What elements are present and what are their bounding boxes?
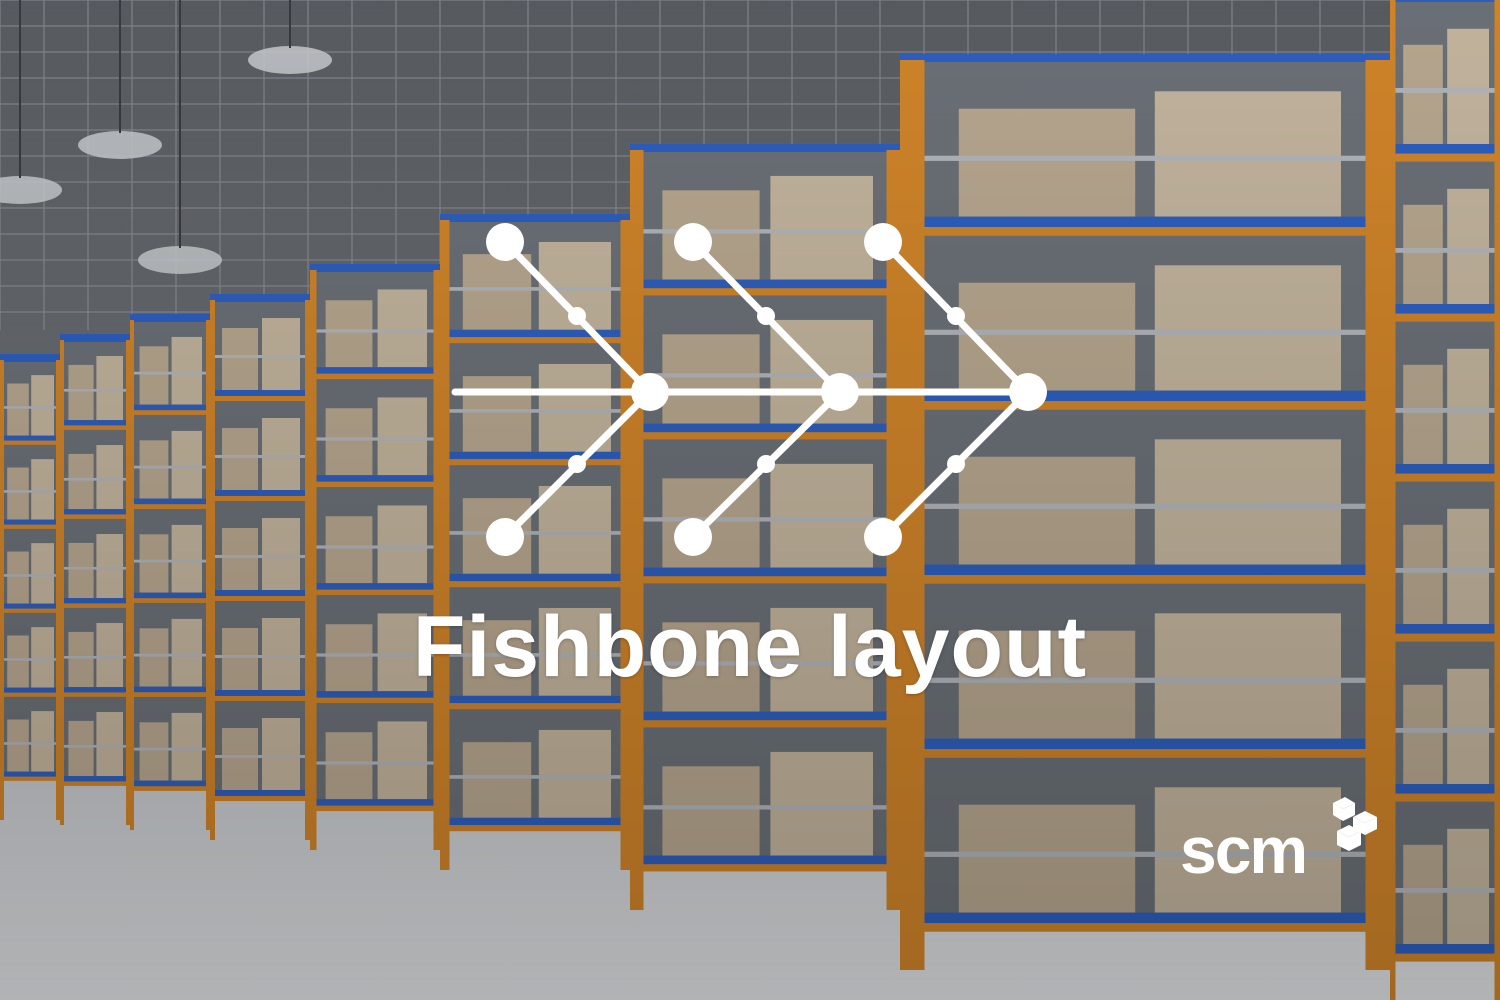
page-title: Fishbone layout <box>412 599 1088 695</box>
scm-logo: scm <box>1180 795 1390 890</box>
cube-stack-icon <box>1333 797 1377 851</box>
logo-wordmark: scm <box>1180 813 1308 887</box>
